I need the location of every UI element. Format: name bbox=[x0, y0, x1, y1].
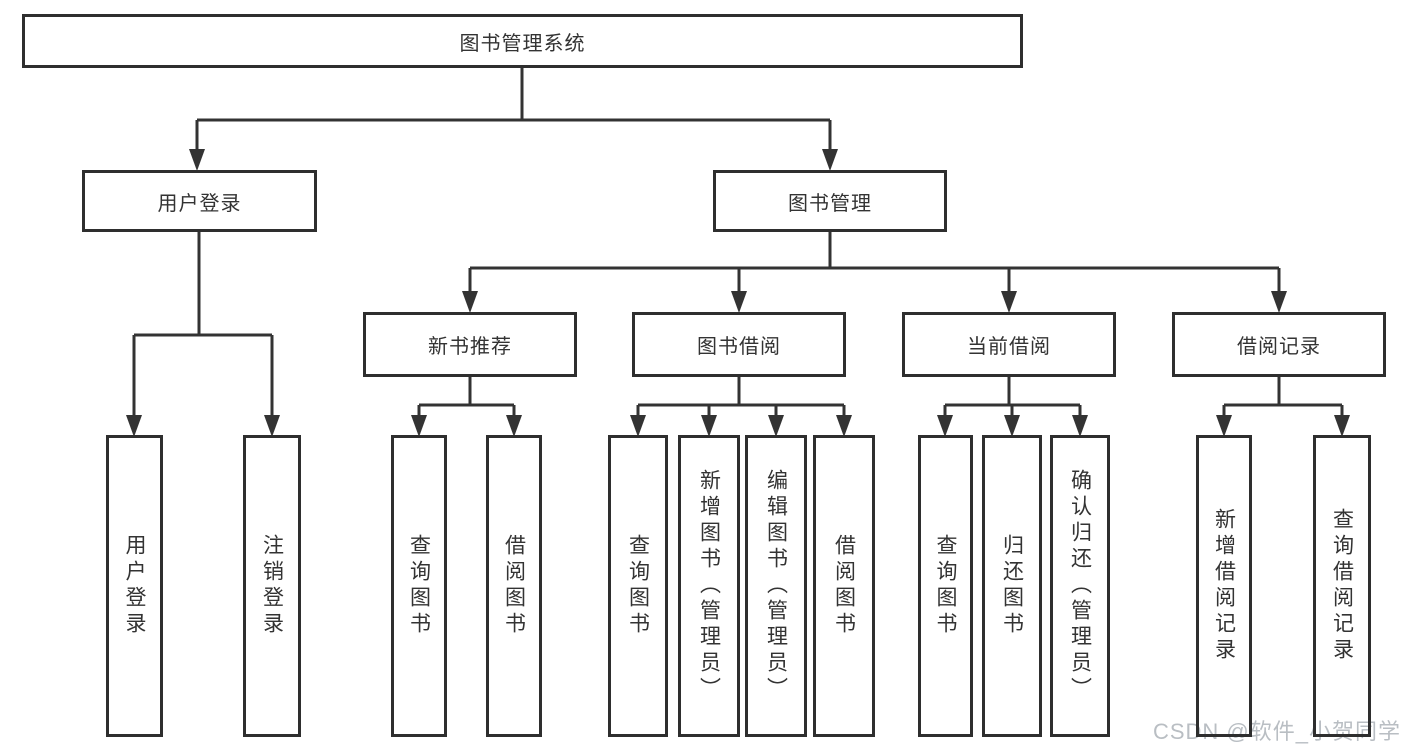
node-label: 用户登录 bbox=[157, 192, 242, 215]
node-new-book-recommend: 新书推荐 bbox=[363, 312, 577, 377]
node-current-borrow: 当前借阅 bbox=[902, 312, 1116, 377]
leaf-add-books-admin: 新增图书（管理员） bbox=[678, 435, 740, 737]
leaf-borrow-books: 借阅图书 bbox=[813, 435, 875, 737]
arrowhead bbox=[189, 149, 205, 171]
arrowhead bbox=[1216, 415, 1232, 437]
arrowhead bbox=[506, 415, 522, 437]
leaf-confirm-return-admin: 确认归还（管理员） bbox=[1050, 435, 1110, 737]
node-label: 归还图书 bbox=[1000, 534, 1024, 638]
arrowhead bbox=[1271, 291, 1287, 313]
arrowhead bbox=[264, 415, 280, 437]
node-label: 查询图书 bbox=[626, 534, 650, 638]
node-label: 用户登录 bbox=[123, 534, 146, 638]
node-label: 查询图书 bbox=[407, 534, 431, 638]
node-borrow-records: 借阅记录 bbox=[1172, 312, 1386, 377]
connector-records-to-leaves bbox=[1222, 377, 1344, 417]
arrowhead bbox=[768, 415, 784, 437]
leaf-logout: 注销登录 bbox=[243, 435, 301, 737]
node-label: 新增借阅记录 bbox=[1212, 508, 1236, 664]
arrowhead bbox=[462, 291, 478, 313]
arrowhead bbox=[1334, 415, 1350, 437]
connector-current-to-leaves bbox=[943, 377, 1082, 417]
node-label: 查询图书 bbox=[934, 534, 957, 638]
node-label: 当前借阅 bbox=[967, 336, 1051, 358]
connector-borrow-to-leaves bbox=[636, 377, 846, 417]
connector-userlogin-to-leaves bbox=[132, 232, 274, 417]
leaf-query-books-borrow: 查询图书 bbox=[608, 435, 668, 737]
connector-newbooks-to-leaves bbox=[417, 377, 516, 417]
node-label: 查询借阅记录 bbox=[1330, 508, 1354, 664]
leaf-borrow-books-recommend: 借阅图书 bbox=[486, 435, 542, 737]
node-label: 图书借阅 bbox=[697, 336, 781, 358]
arrowhead bbox=[1004, 415, 1020, 437]
node-root-system: 图书管理系统 bbox=[22, 14, 1023, 68]
csdn-watermark: CSDN @软件_小贺同学 bbox=[1152, 719, 1401, 744]
arrowhead bbox=[937, 415, 953, 437]
arrowhead bbox=[1001, 291, 1017, 313]
node-label: 注销登录 bbox=[260, 534, 284, 638]
node-label: 确认归还（管理员） bbox=[1068, 469, 1092, 703]
node-label: 借阅图书 bbox=[832, 534, 856, 638]
leaf-return-books: 归还图书 bbox=[982, 435, 1042, 737]
leaf-query-borrow-record: 查询借阅记录 bbox=[1313, 435, 1371, 737]
connector-bookmgmt-to-level3 bbox=[468, 232, 1281, 293]
leaf-add-borrow-record: 新增借阅记录 bbox=[1196, 435, 1252, 737]
node-label: 借阅图书 bbox=[502, 534, 526, 638]
node-user-login: 用户登录 bbox=[82, 170, 317, 232]
node-label: 图书管理系统 bbox=[459, 32, 586, 55]
arrowhead bbox=[822, 149, 838, 171]
leaf-query-books-recommend: 查询图书 bbox=[391, 435, 447, 737]
node-label: 编辑图书（管理员） bbox=[764, 469, 788, 703]
node-label: 新书推荐 bbox=[428, 336, 512, 358]
arrowhead bbox=[630, 415, 646, 437]
node-label: 新增图书（管理员） bbox=[697, 469, 721, 703]
leaf-query-books-current: 查询图书 bbox=[918, 435, 973, 737]
leaf-edit-books-admin: 编辑图书（管理员） bbox=[745, 435, 807, 737]
node-book-management: 图书管理 bbox=[713, 170, 947, 232]
arrowhead bbox=[731, 291, 747, 313]
arrowhead bbox=[411, 415, 427, 437]
leaf-user-login: 用户登录 bbox=[106, 435, 163, 737]
node-label: 借阅记录 bbox=[1237, 336, 1321, 358]
arrowhead bbox=[126, 415, 142, 437]
node-label: 图书管理 bbox=[788, 192, 872, 215]
node-book-borrow: 图书借阅 bbox=[632, 312, 846, 377]
arrowhead bbox=[836, 415, 852, 437]
arrowhead bbox=[1072, 415, 1088, 437]
arrowhead bbox=[701, 415, 717, 437]
connector-root-to-level2 bbox=[195, 68, 832, 151]
